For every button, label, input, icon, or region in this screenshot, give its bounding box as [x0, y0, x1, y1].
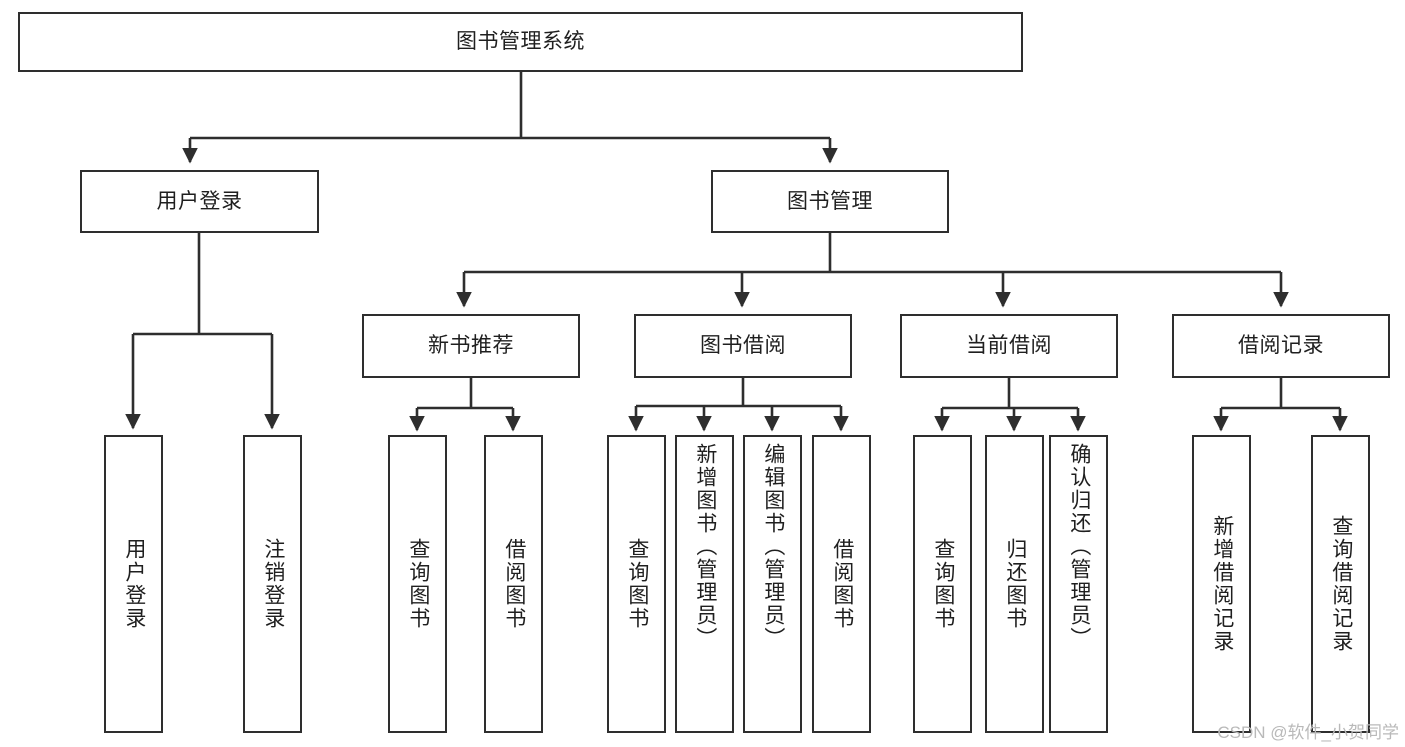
leaf-borrow-record-add[interactable]: 新增借阅记录 [1192, 435, 1251, 733]
node-label: 确认归还（管理员） [1067, 443, 1091, 650]
csdn-watermark: CSDN @软件_小贺同学 [1217, 723, 1399, 742]
node-new-book-recommend[interactable]: 新书推荐 [362, 314, 580, 378]
node-book-borrow[interactable]: 图书借阅 [634, 314, 852, 378]
node-label: 注销登录 [261, 538, 285, 630]
node-label: 当前借阅 [966, 334, 1052, 358]
node-label: 新书推荐 [428, 334, 514, 358]
leaf-book-borrow-edit[interactable]: 编辑图书（管理员） [743, 435, 802, 733]
node-label: 图书管理系统 [456, 30, 585, 54]
node-label: 查询图书 [931, 538, 955, 630]
node-label: 查询图书 [625, 538, 649, 630]
leaf-book-borrow-query[interactable]: 查询图书 [607, 435, 666, 733]
node-label: 查询借阅记录 [1329, 515, 1353, 653]
node-label: 新增借阅记录 [1210, 515, 1234, 653]
leaf-current-borrow-return[interactable]: 归还图书 [985, 435, 1044, 733]
node-root-book-management-system[interactable]: 图书管理系统 [18, 12, 1023, 72]
leaf-current-borrow-query[interactable]: 查询图书 [913, 435, 972, 733]
node-label: 图书借阅 [700, 334, 786, 358]
leaf-user-login-signin[interactable]: 用户登录 [104, 435, 163, 733]
node-label: 用户登录 [122, 538, 146, 630]
node-label: 借阅图书 [502, 538, 526, 630]
node-label: 图书管理 [787, 189, 873, 213]
node-current-borrow[interactable]: 当前借阅 [900, 314, 1118, 378]
node-borrow-record[interactable]: 借阅记录 [1172, 314, 1390, 378]
leaf-new-book-query[interactable]: 查询图书 [388, 435, 447, 733]
node-label: 新增图书（管理员） [693, 443, 717, 650]
node-label: 借阅记录 [1238, 334, 1324, 358]
node-label: 借阅图书 [830, 538, 854, 630]
node-user-login[interactable]: 用户登录 [80, 170, 319, 233]
leaf-borrow-record-query[interactable]: 查询借阅记录 [1311, 435, 1370, 733]
node-label: 查询图书 [406, 538, 430, 630]
leaf-new-book-borrow[interactable]: 借阅图书 [484, 435, 543, 733]
node-book-management[interactable]: 图书管理 [711, 170, 949, 233]
node-label: 编辑图书（管理员） [761, 443, 785, 650]
leaf-book-borrow-add[interactable]: 新增图书（管理员） [675, 435, 734, 733]
leaf-user-login-signout[interactable]: 注销登录 [243, 435, 302, 733]
node-label: 归还图书 [1003, 538, 1027, 630]
leaf-book-borrow-borrow[interactable]: 借阅图书 [812, 435, 871, 733]
node-label: 用户登录 [156, 189, 243, 213]
leaf-current-borrow-confirm-return[interactable]: 确认归还（管理员） [1049, 435, 1108, 733]
